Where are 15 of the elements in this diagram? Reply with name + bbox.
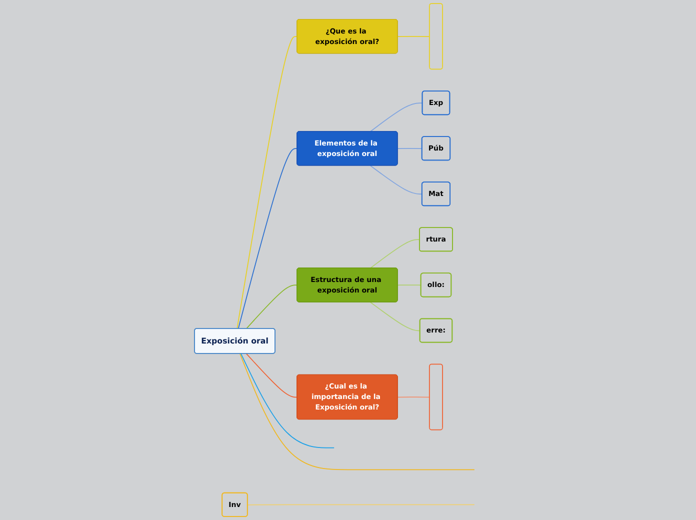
connector bbox=[398, 396, 430, 398]
connector bbox=[398, 284, 422, 286]
connector bbox=[248, 504, 476, 506]
connector bbox=[240, 353, 335, 448]
connector bbox=[240, 353, 476, 470]
connector bbox=[370, 165, 423, 195]
connector bbox=[238, 148, 298, 330]
connector bbox=[370, 102, 424, 132]
connector bbox=[370, 239, 420, 269]
connector bbox=[237, 36, 298, 330]
connector bbox=[398, 36, 430, 37]
connector bbox=[398, 148, 423, 150]
connector bbox=[246, 284, 298, 330]
connector bbox=[370, 302, 421, 332]
connector bbox=[246, 353, 298, 398]
